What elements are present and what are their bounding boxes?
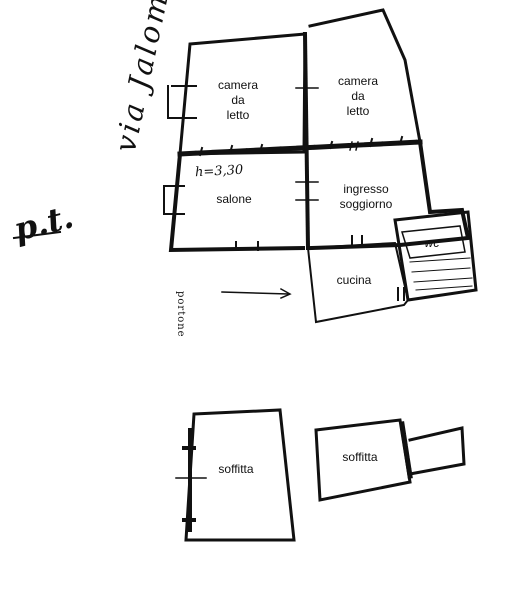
attic-left-window [182, 428, 200, 532]
attic-right-room [314, 418, 412, 502]
wc-room [393, 210, 478, 302]
wall-ticks [198, 135, 404, 157]
entrance-arrowhead [279, 287, 292, 299]
wall-center-vertical [302, 31, 311, 251]
room-label-camera-left: camera da letto [217, 78, 258, 122]
entrance-label: portone [175, 291, 186, 338]
room-label-soffitta-left: soffitta [218, 462, 254, 476]
door-marks [295, 87, 359, 201]
window-left-bedroom [167, 85, 197, 119]
room-label-ingresso: ingresso soggiorno [339, 182, 393, 211]
wall-middle [177, 139, 423, 157]
wc-inner [401, 225, 466, 259]
room-label-wc: wc [424, 236, 440, 250]
wall-ingresso-right [307, 139, 471, 251]
room-label-cucina: cucina [336, 273, 372, 287]
window-marks [235, 235, 405, 301]
attic-right-window [399, 421, 413, 479]
room-label-soffitta-right: soffitta [342, 450, 378, 464]
room-label-salone: salone [216, 192, 252, 206]
pt-arrow [12, 230, 62, 240]
cucina-room [306, 241, 410, 324]
window-salone [163, 185, 185, 215]
room-label-camera-right: camera da letto [337, 74, 378, 118]
attic-right-annex [408, 426, 466, 476]
ceiling-height-label: h=3,30 [194, 162, 244, 181]
entrance-arrow [221, 291, 289, 295]
stair-lines [409, 257, 473, 291]
